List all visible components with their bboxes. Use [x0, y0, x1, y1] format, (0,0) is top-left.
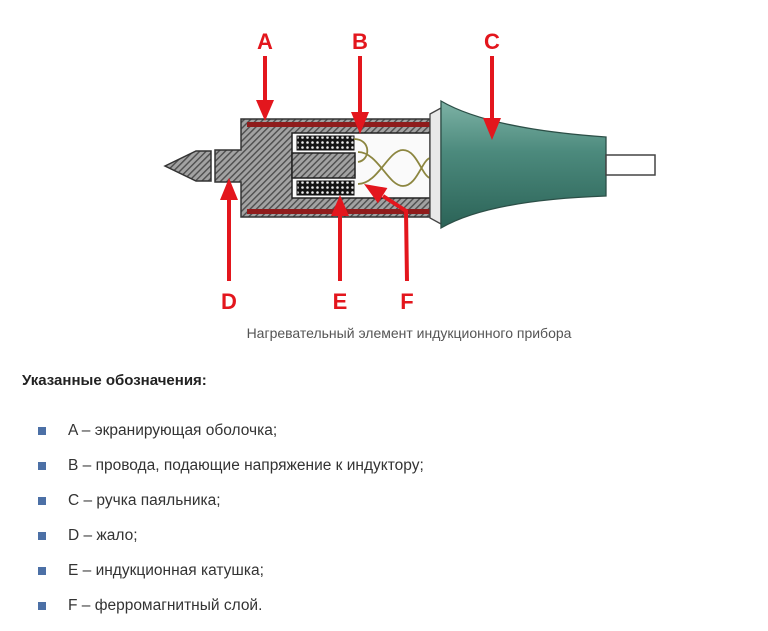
legend-item: E – индукционная катушка;	[38, 559, 424, 594]
induction-coil-bottom	[296, 180, 355, 196]
label-c: C	[484, 29, 500, 54]
legend-item: B – провода, подающие напряжение к индук…	[38, 454, 424, 489]
figure-caption: Нагревательный элемент индукционного при…	[246, 325, 572, 341]
wire-upper	[357, 151, 431, 187]
power-cord	[605, 154, 656, 176]
arrow-a	[256, 56, 274, 121]
legend-item-text: E – индукционная катушка;	[68, 562, 264, 579]
square-bullet-icon	[38, 532, 46, 540]
arrow-f	[364, 184, 409, 282]
legend-item-text: F – ферромагнитный слой.	[68, 597, 263, 614]
square-bullet-icon	[38, 497, 46, 505]
arrow-f-head	[364, 184, 388, 204]
square-bullet-icon	[38, 567, 46, 575]
label-a: A	[257, 29, 273, 54]
square-bullet-icon	[38, 602, 46, 610]
label-d: D	[221, 289, 237, 314]
wire-loop	[353, 138, 369, 163]
soldering-tip	[163, 150, 212, 182]
square-bullet-icon	[38, 462, 46, 470]
legend-list: A – экранирующая оболочка; B – провода, …	[38, 419, 424, 629]
shield-sheath-top	[247, 122, 430, 127]
induction-coil-top	[296, 135, 355, 151]
legend-heading: Указанные обозначения:	[22, 372, 207, 389]
arrow-d-head	[220, 178, 238, 200]
arrow-b	[351, 56, 369, 134]
arrow-a-head	[256, 100, 274, 121]
square-bullet-icon	[38, 427, 46, 435]
legend-item-text: D – жало;	[68, 527, 138, 544]
arrow-b-head	[351, 112, 369, 134]
arrow-e	[331, 195, 349, 281]
arrow-e-head	[331, 195, 349, 216]
handle	[440, 99, 607, 230]
arrow-d	[220, 178, 238, 281]
supply-wires	[353, 138, 431, 187]
legend-item: D – жало;	[38, 524, 424, 559]
arrow-c	[483, 56, 501, 140]
legend-item: F – ферромагнитный слой.	[38, 594, 424, 629]
label-e: E	[333, 289, 348, 314]
induction-heater-diagram: A B C D E F	[163, 29, 656, 314]
legend-item-text: A – экранирующая оболочка;	[68, 422, 278, 439]
arrow-f-shaft	[381, 194, 409, 282]
legend-item: A – экранирующая оболочка;	[38, 419, 424, 454]
arrow-c-head	[483, 118, 501, 140]
wire-lower	[357, 149, 431, 185]
legend-item: C – ручка паяльника;	[38, 489, 424, 524]
legend-item-text: C – ручка паяльника;	[68, 492, 221, 509]
handle-junction	[429, 106, 442, 226]
label-b: B	[352, 29, 368, 54]
label-f: F	[400, 289, 413, 314]
legend-item-text: B – провода, подающие напряжение к индук…	[68, 457, 424, 474]
tip-core	[291, 152, 356, 179]
